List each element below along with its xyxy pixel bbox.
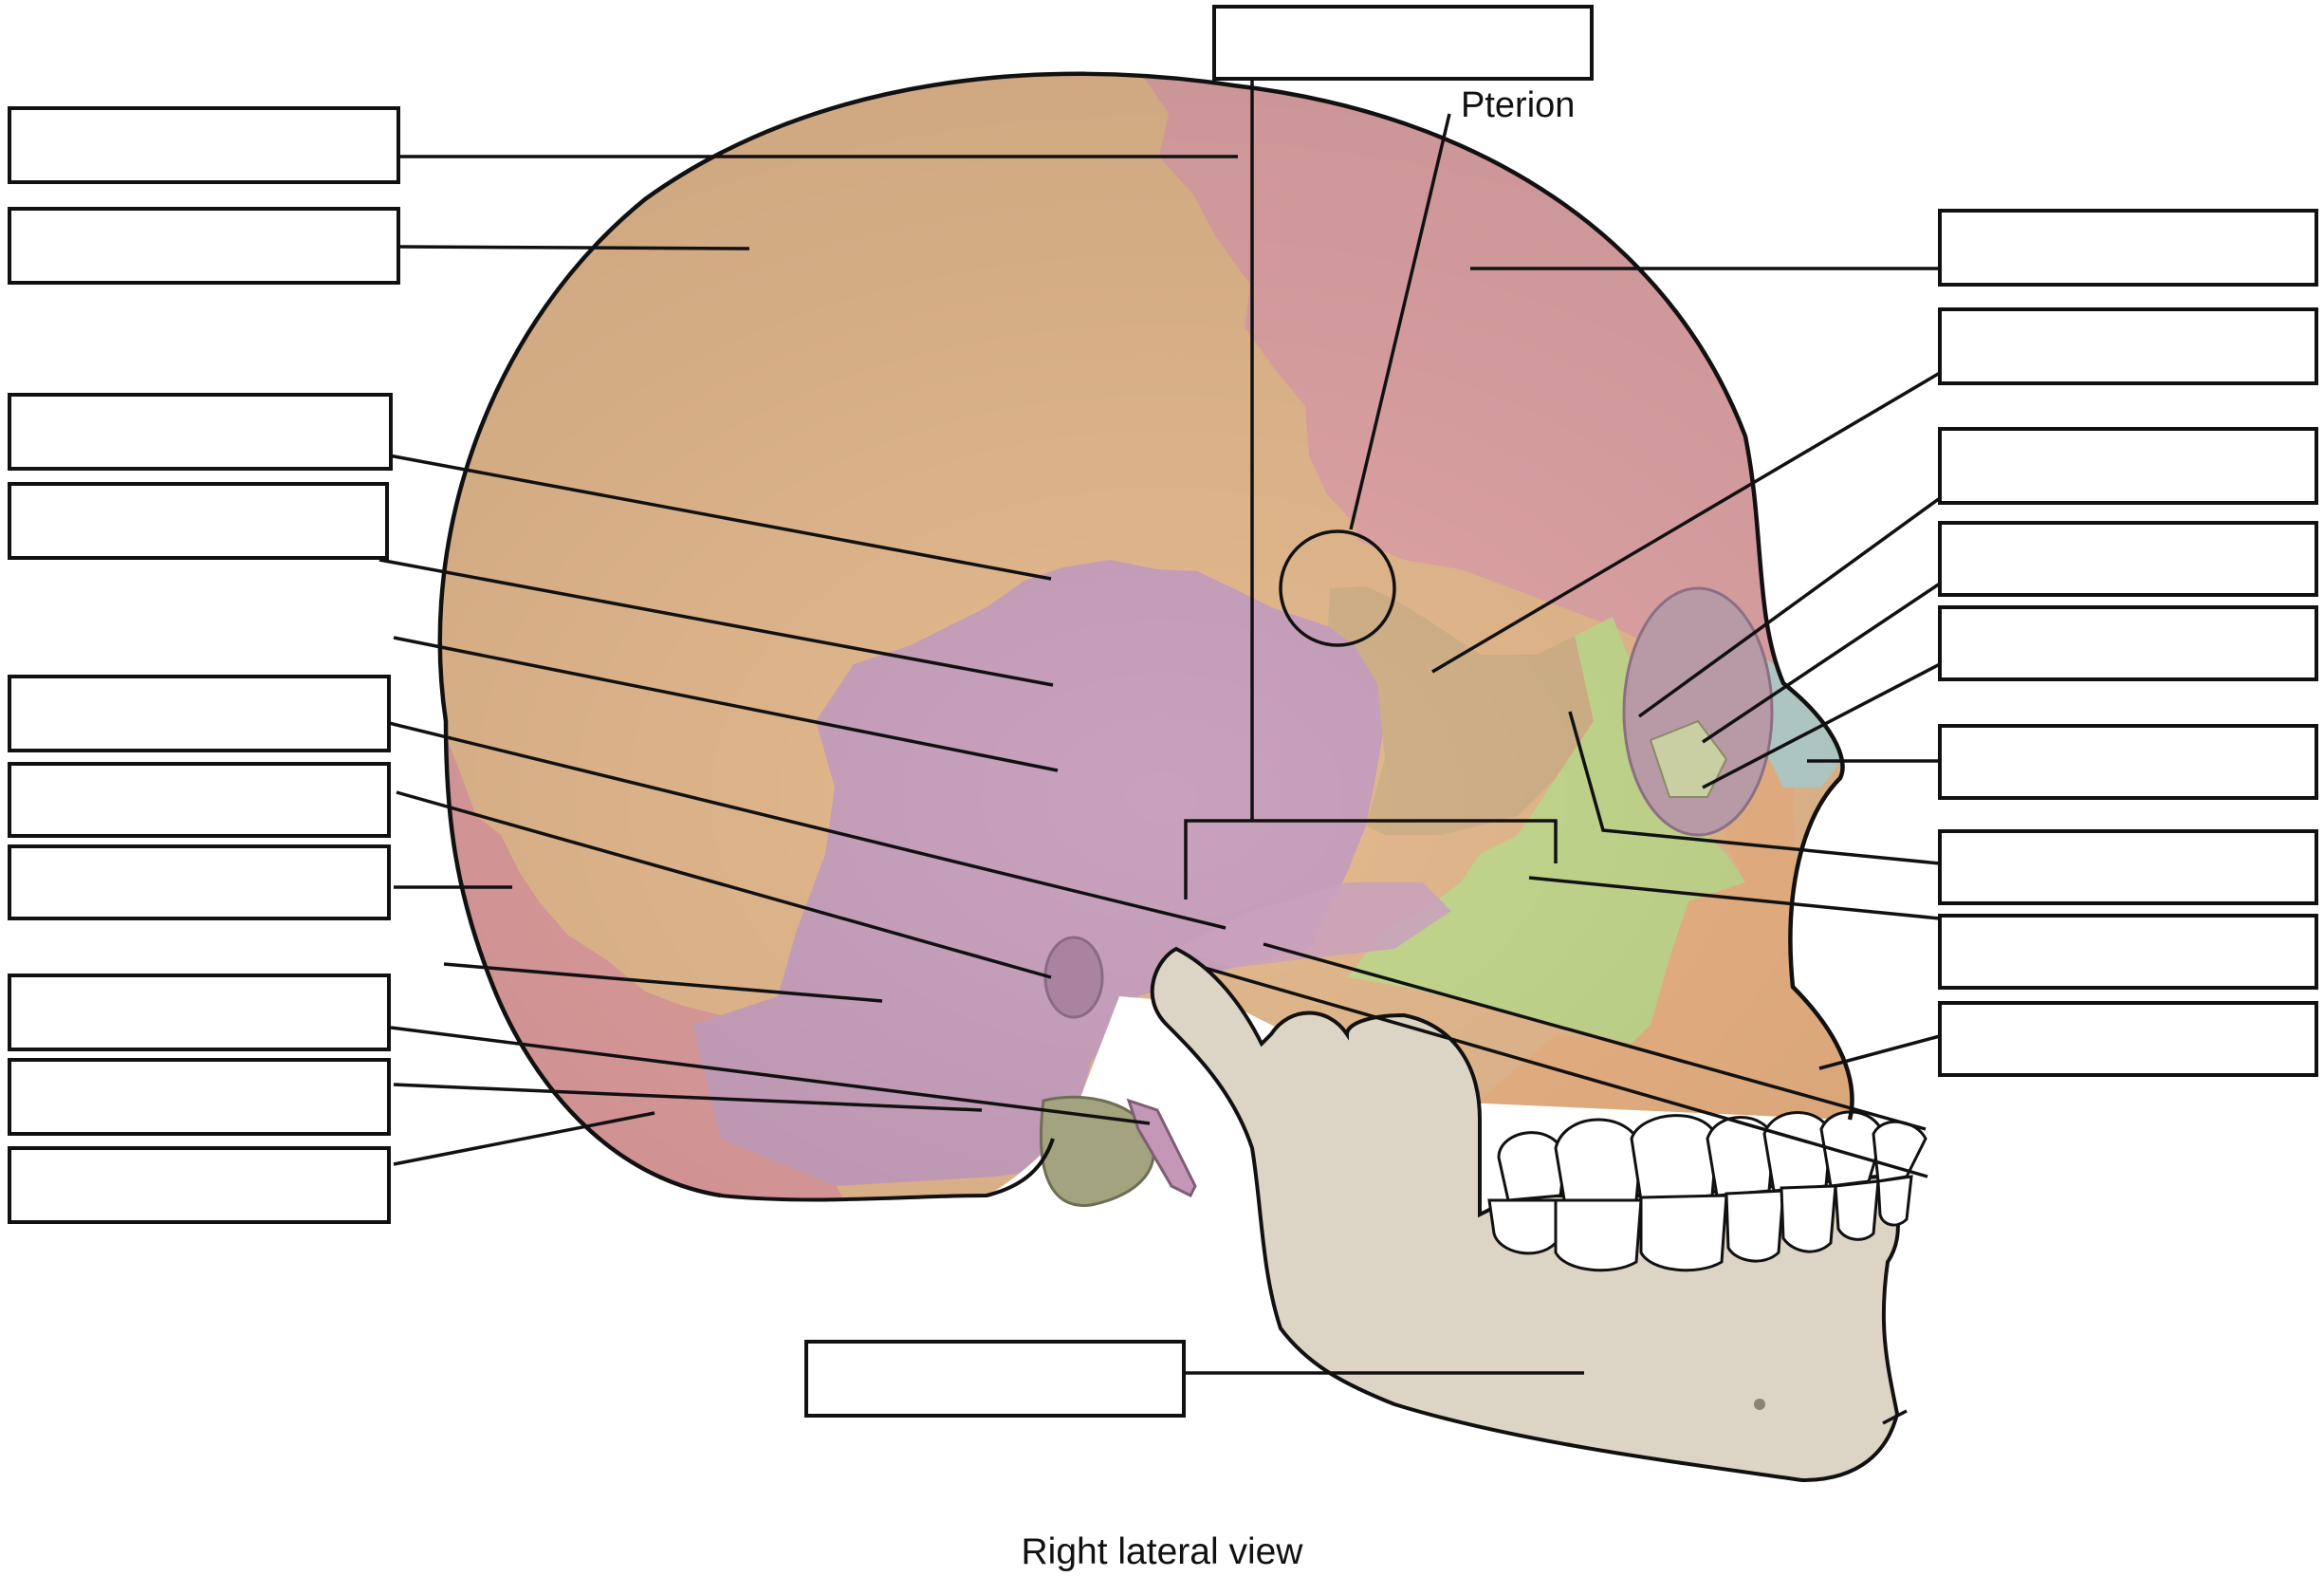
lower-molar-2 — [1554, 1198, 1643, 1272]
leader-lines — [378, 80, 1942, 1425]
label-box-right-4[interactable] — [1938, 521, 2318, 597]
leader-line-left-4 — [378, 558, 1054, 687]
label-box-left-6[interactable] — [8, 762, 391, 838]
upper-molar-1 — [1497, 1131, 1567, 1202]
lower-incisor — [1876, 1175, 1913, 1227]
cranium-outline — [437, 71, 1854, 1198]
leader-line-right-9 — [1818, 1034, 1941, 1070]
pterion-circle — [1279, 529, 1396, 647]
leader-line-right-11 — [1204, 966, 1928, 1178]
label-box-left-10[interactable] — [8, 1146, 391, 1224]
leader-line-right-7 — [1568, 711, 1941, 865]
leader-line-right-5 — [1702, 662, 1941, 789]
label-box-right-3[interactable] — [1938, 427, 2318, 505]
label-box-top-center[interactable] — [1212, 5, 1594, 81]
upper-premolar-2 — [1762, 1111, 1833, 1193]
leader-line-left-4b — [393, 636, 1059, 772]
label-box-left-9[interactable] — [8, 1058, 391, 1136]
label-box-left-8[interactable] — [8, 974, 391, 1051]
leader-line-right-8 — [1528, 876, 1941, 920]
leader-line-right-3 — [1637, 496, 1942, 718]
leader-line-left-6 — [396, 790, 1052, 979]
lower-premolar-1 — [1725, 1189, 1785, 1263]
leader-line-mandible-angle — [1882, 1409, 1908, 1425]
leader-line-right-4 — [1702, 582, 1941, 744]
label-box-right-7[interactable] — [1938, 829, 2318, 905]
leader-line-left-9 — [393, 1083, 983, 1112]
leader-line-left-5 — [388, 721, 1227, 930]
upper-molar-3 — [1630, 1114, 1719, 1202]
figure-caption: Right lateral view — [1021, 1531, 1303, 1572]
leader-line-left-8 — [390, 1026, 1151, 1125]
leader-line-right-2 — [1431, 371, 1941, 674]
leader-line-left-2 — [397, 245, 750, 250]
leader-line-pterion — [1349, 113, 1451, 530]
upper-molar-2 — [1554, 1118, 1643, 1207]
leader-line-left-3 — [388, 454, 1052, 581]
label-box-left-5[interactable] — [8, 675, 391, 752]
label-box-right-9[interactable] — [1938, 1001, 2318, 1077]
lower-premolar-2 — [1780, 1184, 1837, 1253]
label-box-left-1[interactable] — [8, 106, 400, 184]
mastoid-process — [1039, 1095, 1155, 1207]
label-box-right-1[interactable] — [1938, 209, 2318, 287]
label-box-bottom-mandible[interactable] — [804, 1340, 1186, 1418]
label-box-left-3[interactable] — [8, 393, 393, 471]
lower-molar-3 — [1639, 1194, 1728, 1272]
leader-line-left-7b — [443, 962, 883, 1003]
leader-bracket-top-center — [1184, 819, 1558, 900]
label-box-right-6[interactable] — [1938, 724, 2318, 800]
mental-foramen — [1754, 1399, 1765, 1410]
label-box-right-5[interactable] — [1938, 605, 2318, 681]
label-box-right-2[interactable] — [1938, 307, 2318, 385]
leader-line-right-10 — [1263, 942, 1927, 1131]
leader-line-left-10 — [393, 1111, 655, 1166]
label-box-left-7[interactable] — [8, 844, 391, 920]
lower-canine — [1834, 1179, 1880, 1241]
external-acoustic-meatus — [1043, 936, 1104, 1019]
teeth — [1487, 1110, 1927, 1272]
label-box-right-8[interactable] — [1938, 914, 2318, 990]
label-box-left-2[interactable] — [8, 207, 400, 285]
label-box-left-4[interactable] — [8, 482, 389, 560]
zygomatic-arch — [1176, 882, 1451, 968]
pterion-label: Pterion — [1461, 85, 1576, 125]
occipital-base-outline — [720, 1138, 1055, 1202]
